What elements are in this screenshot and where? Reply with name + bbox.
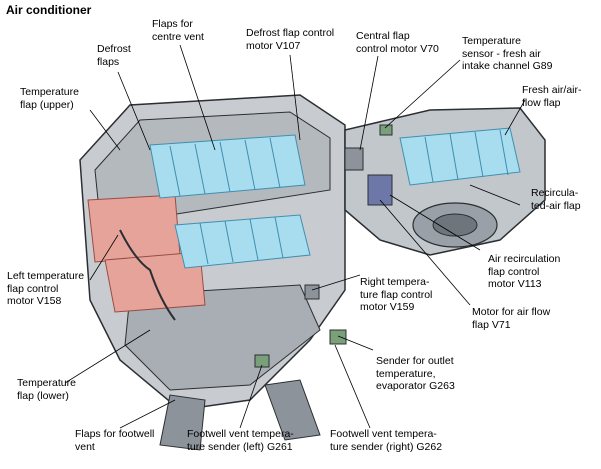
leader-lines xyxy=(64,44,526,429)
diagram-title: Air conditioner xyxy=(6,3,92,17)
label-footwell-left: Footwell vent tempera- ture sender (left… xyxy=(187,428,294,453)
label-footwell-right: Footwell vent tempera- ture sender (righ… xyxy=(330,428,443,453)
motors-and-sensors xyxy=(119,124,393,368)
label-temp-flap-upper: Temperature flap (upper) xyxy=(20,86,79,111)
label-central-motor: Central flap control motor V70 xyxy=(356,30,439,55)
blue-flap-assemblies xyxy=(149,127,521,269)
label-defrost-motor: Defrost flap control motor V107 xyxy=(246,27,335,52)
label-temp-flap-lower: Temperature flap (lower) xyxy=(17,377,76,402)
label-defrost-flaps: Defrost flaps xyxy=(97,43,131,68)
label-temp-sensor-fresh: Temperature sensor - fresh air intake ch… xyxy=(462,35,553,72)
label-flaps-centre-vent: Flaps for centre vent xyxy=(152,18,204,43)
label-air-recirc-motor: Air recirculation flap control motor V11… xyxy=(488,253,561,290)
label-right-temp-motor: Right tempera- ture flap control motor V… xyxy=(360,276,433,313)
label-fresh-air-flap: Fresh air/air- flow flap xyxy=(522,84,582,109)
label-left-temp-motor: Left temperature flap control motor V158 xyxy=(7,270,85,307)
left-temperature-flaps xyxy=(87,194,206,313)
label-recirc-flap: Recircula- ted-air flap xyxy=(531,187,581,212)
label-motor-air-flow: Motor for air flow flap V71 xyxy=(472,306,551,331)
label-sender-outlet: Sender for outlet temperature, evaporato… xyxy=(376,355,455,392)
label-flaps-footwell: Flaps for footwell vent xyxy=(75,428,155,453)
